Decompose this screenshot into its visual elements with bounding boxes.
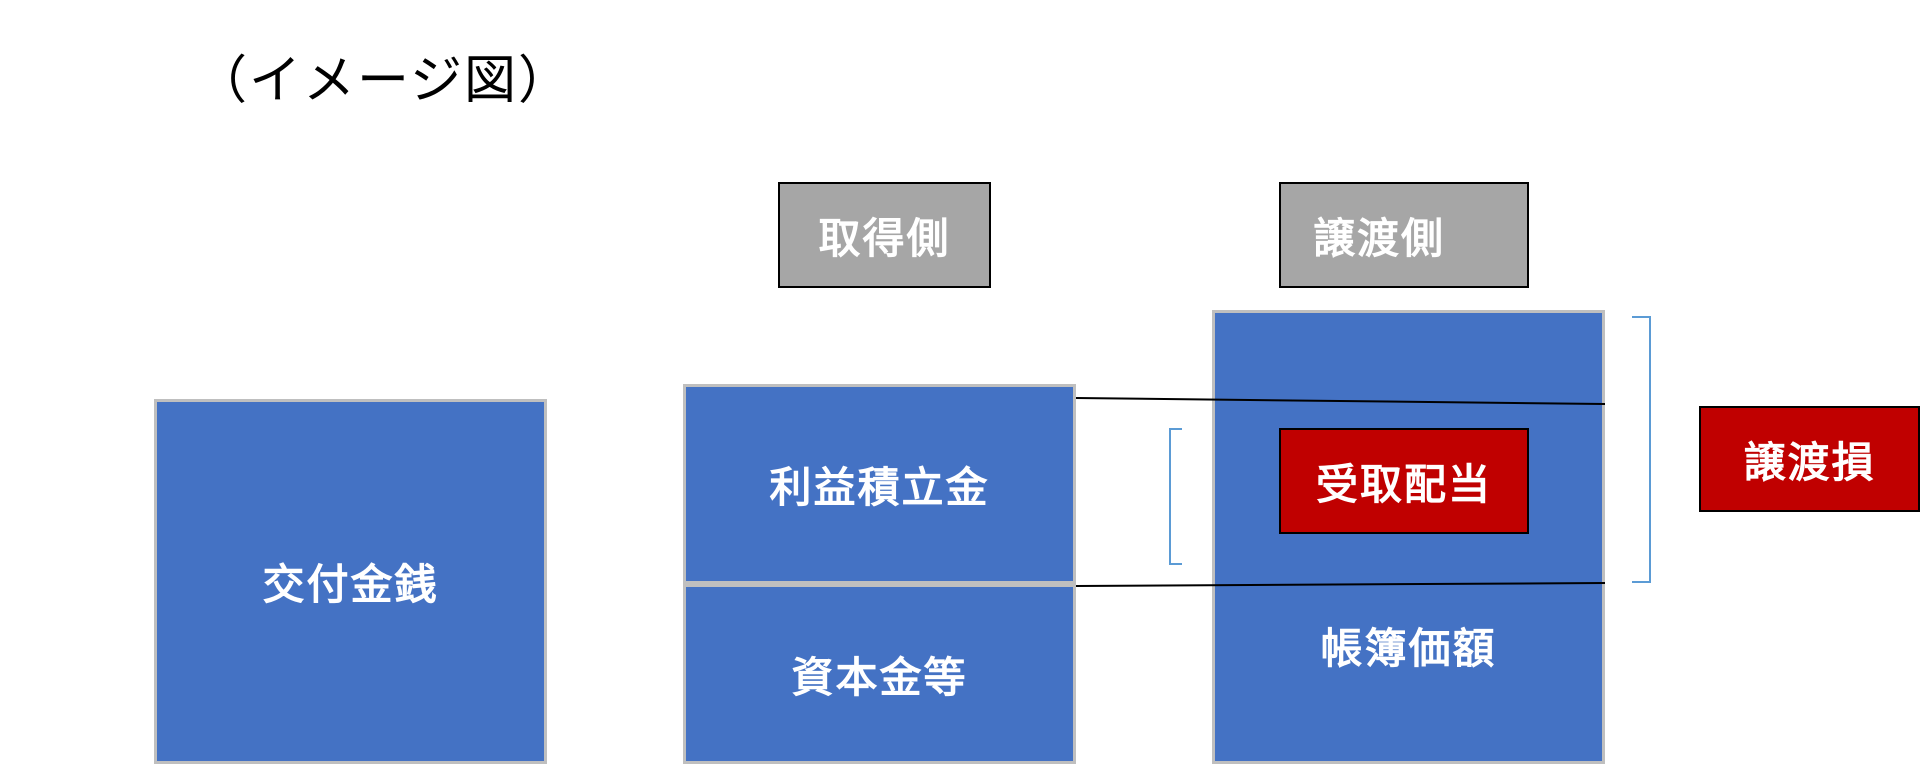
transfer-loss-box: 譲渡損 — [1699, 406, 1920, 512]
top-connector-line — [1075, 397, 1606, 405]
bottom-connector-line — [1075, 582, 1606, 587]
capital-label: 資本金等 — [791, 652, 968, 702]
capital-box: 資本金等 — [683, 584, 1076, 764]
dividend-bracket — [1169, 428, 1182, 565]
dividend-received-label: 受取配当 — [1315, 459, 1492, 509]
transferor-side-label: 譲渡側 — [1313, 213, 1446, 263]
retained-earnings-label: 利益積立金 — [769, 462, 990, 512]
transfer-loss-bracket — [1632, 316, 1651, 583]
book-value-box: 帳簿価額 — [1212, 310, 1605, 764]
acquirer-side-label: 取得側 — [818, 213, 951, 263]
acquirer-side-header: 取得側 — [778, 182, 991, 288]
cash-paid-box: 交付金銭 — [154, 399, 547, 764]
retained-earnings-box: 利益積立金 — [683, 384, 1076, 584]
book-value-label: 帳簿価額 — [1320, 624, 1497, 673]
transferor-side-header: 譲渡側 — [1279, 182, 1529, 288]
page-title: （イメージ図） — [195, 51, 572, 111]
cash-paid-label: 交付金銭 — [262, 560, 439, 609]
transfer-loss-label: 譲渡損 — [1743, 437, 1876, 487]
dividend-received-box: 受取配当 — [1279, 428, 1529, 534]
